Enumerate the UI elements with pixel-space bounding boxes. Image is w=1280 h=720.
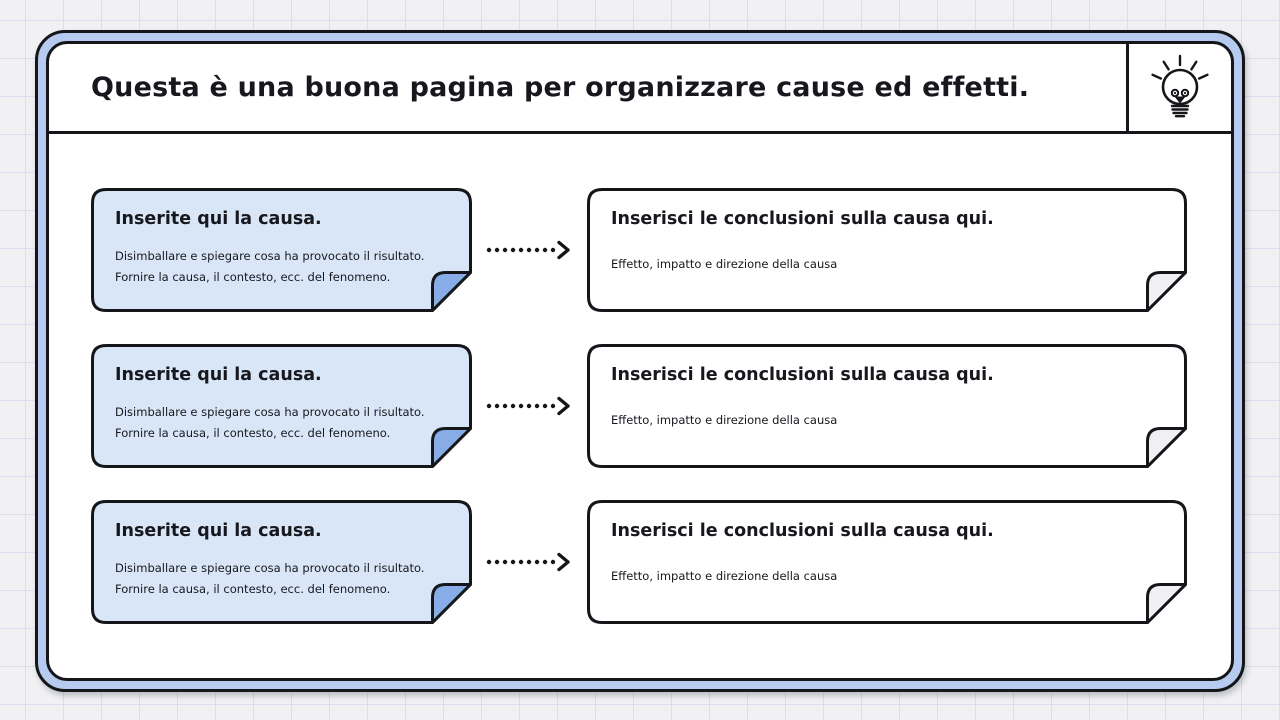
folded-corner <box>431 271 472 312</box>
cause-title: Inserite qui la causa. <box>115 521 322 541</box>
cause-card-shape <box>91 500 472 624</box>
cause-description: Disimballare e spiegare cosa ha provocat… <box>115 246 426 288</box>
header-icon-box <box>1126 44 1231 131</box>
cause-description: Disimballare e spiegare cosa ha provocat… <box>115 402 426 444</box>
template-board: Questa è una buona pagina per organizzar… <box>35 30 1245 692</box>
folded-corner <box>431 427 472 468</box>
cause-line1: Disimballare e spiegare cosa ha provocat… <box>115 249 425 263</box>
folded-corner <box>1146 427 1187 468</box>
cause-card-shape <box>91 188 472 312</box>
lightbulb-icon <box>1148 51 1212 125</box>
effect-card[interactable]: Inserisci le conclusioni sulla causa qui… <box>587 188 1187 312</box>
effect-title: Inserisci le conclusioni sulla causa qui… <box>611 365 994 385</box>
cause-card[interactable]: Inserite qui la causa. Disimballare e sp… <box>91 188 472 312</box>
page-title[interactable]: Questa è una buona pagina per organizzar… <box>91 72 1030 103</box>
effect-title: Inserisci le conclusioni sulla causa qui… <box>611 209 994 229</box>
cause-card[interactable]: Inserite qui la causa. Disimballare e sp… <box>91 500 472 624</box>
effect-title: Inserisci le conclusioni sulla causa qui… <box>611 521 994 541</box>
dotted-arrow-icon <box>472 396 587 416</box>
folded-corner <box>1146 583 1187 624</box>
effect-description: Effetto, impatto e direzione della causa <box>611 413 838 427</box>
effect-card-shape <box>587 500 1187 624</box>
cause-line2: Fornire la causa, il contesto, ecc. del … <box>115 582 391 596</box>
cause-effect-row: Inserite qui la causa. Disimballare e sp… <box>91 344 1231 468</box>
effect-card[interactable]: Inserisci le conclusioni sulla causa qui… <box>587 500 1187 624</box>
cause-title: Inserite qui la causa. <box>115 365 322 385</box>
cause-line2: Fornire la causa, il contesto, ecc. del … <box>115 426 391 440</box>
board-header: Questa è una buona pagina per organizzar… <box>49 44 1231 134</box>
effect-card-shape <box>587 344 1187 468</box>
cause-line2: Fornire la causa, il contesto, ecc. del … <box>115 270 391 284</box>
cause-card-shape <box>91 344 472 468</box>
cause-effect-row: Inserite qui la causa. Disimballare e sp… <box>91 500 1231 624</box>
effect-description: Effetto, impatto e direzione della causa <box>611 569 838 583</box>
effect-card[interactable]: Inserisci le conclusioni sulla causa qui… <box>587 344 1187 468</box>
folded-corner <box>1146 271 1187 312</box>
effect-description: Effetto, impatto e direzione della causa <box>611 257 838 271</box>
cause-line1: Disimballare e spiegare cosa ha provocat… <box>115 405 425 419</box>
effect-card-shape <box>587 188 1187 312</box>
board-content: Inserite qui la causa. Disimballare e sp… <box>49 134 1231 678</box>
cause-card[interactable]: Inserite qui la causa. Disimballare e sp… <box>91 344 472 468</box>
board-inner: Questa è una buona pagina per organizzar… <box>46 41 1234 681</box>
cause-description: Disimballare e spiegare cosa ha provocat… <box>115 558 426 600</box>
cause-title: Inserite qui la causa. <box>115 209 322 229</box>
title-area: Questa è una buona pagina per organizzar… <box>49 44 1126 131</box>
folded-corner <box>431 583 472 624</box>
dotted-arrow-icon <box>472 240 587 260</box>
dotted-arrow-icon <box>472 552 587 572</box>
cause-effect-row: Inserite qui la causa. Disimballare e sp… <box>91 188 1231 312</box>
cause-line1: Disimballare e spiegare cosa ha provocat… <box>115 561 425 575</box>
